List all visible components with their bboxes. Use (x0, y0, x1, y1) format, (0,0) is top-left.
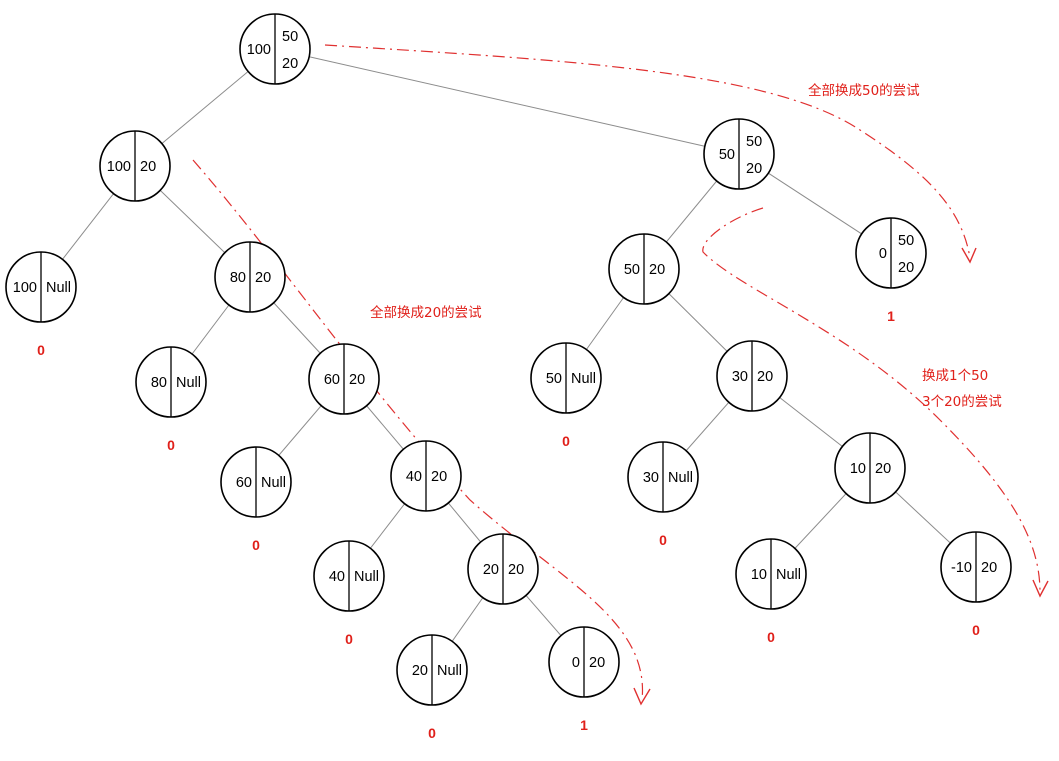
arrow-all-20-head (633, 687, 651, 706)
node-amount: 10 (850, 461, 866, 477)
tree-edge (274, 48, 740, 155)
annotation-all-50: 全部换成50的尝试 (808, 82, 920, 99)
tree-node: 0 20 (548, 626, 620, 698)
node-coin: 20 (589, 655, 605, 671)
node-amount: 100 (107, 159, 131, 175)
node-coin: 20 (898, 260, 914, 276)
tree-node: 50 Null (530, 342, 602, 414)
dashed-arrows (192, 44, 1049, 706)
node-coin: 50 (898, 233, 914, 249)
tree-node: 100 20 (99, 130, 171, 202)
result-label: 0 (167, 437, 175, 453)
result-label: 1 (580, 717, 588, 733)
result-label: 0 (428, 725, 436, 741)
result-label: 0 (972, 622, 980, 638)
arrow-mixed-head (1032, 579, 1049, 598)
node-coin: Null (776, 567, 801, 583)
node-coin: Null (46, 280, 71, 296)
tree-node: 50 20 (608, 233, 680, 305)
node-coin: 50 (746, 134, 762, 150)
node-amount: 10 (751, 567, 767, 583)
tree-node: 80 20 (214, 241, 286, 313)
result-label: 0 (37, 342, 45, 358)
tree-node: 100 50 20 (239, 13, 311, 85)
node-coin: 20 (746, 161, 762, 177)
node-coin: 20 (282, 56, 298, 72)
tree-node: 30 Null (627, 441, 699, 513)
annotation-all-20: 全部换成20的尝试 (370, 304, 482, 321)
result-label: 0 (659, 532, 667, 548)
node-amount: 20 (412, 663, 428, 679)
tree-node: -10 20 (940, 531, 1012, 603)
tree-node: 10 20 (834, 432, 906, 504)
node-coin: Null (354, 569, 379, 585)
node-amount: 0 (879, 246, 887, 262)
node-amount: 100 (247, 42, 271, 58)
result-label: 0 (345, 631, 353, 647)
node-coin: 20 (757, 369, 773, 385)
result-label: 0 (562, 433, 570, 449)
node-coin: Null (437, 663, 462, 679)
annotation-mixed-line2: 3个20的尝试 (922, 394, 1002, 410)
tree-node: 50 50 20 (703, 118, 775, 190)
node-amount: 100 (13, 280, 37, 296)
node-amount: 60 (324, 372, 340, 388)
node-coin: 20 (431, 469, 447, 485)
node-amount: -10 (951, 560, 972, 576)
node-amount: 50 (624, 262, 640, 278)
tree-node: 100 Null (5, 251, 77, 323)
node-coin: 20 (875, 461, 891, 477)
tree-node: 0 50 20 (855, 217, 927, 289)
annotation-mixed-line1: 换成1个50 (922, 368, 988, 384)
node-coin: 50 (282, 29, 298, 45)
node-coin: 20 (981, 560, 997, 576)
tree-node: 20 Null (396, 634, 468, 706)
node-amount: 80 (151, 375, 167, 391)
node-amount: 60 (236, 475, 252, 491)
node-coin: Null (261, 475, 286, 491)
node-amount: 80 (230, 270, 246, 286)
node-coin: 20 (508, 562, 524, 578)
node-amount: 20 (483, 562, 499, 578)
tree-node: 60 20 (308, 343, 380, 415)
tree-node: 60 Null (220, 446, 292, 518)
node-amount: 50 (719, 147, 735, 163)
result-label: 0 (767, 629, 775, 645)
tree-node: 40 20 (390, 440, 462, 512)
node-coin: Null (571, 371, 596, 387)
tree-node: 10 Null (735, 538, 807, 610)
tree-node: 40 Null (313, 540, 385, 612)
arrow-all-50 (324, 44, 971, 259)
node-coin: 20 (349, 372, 365, 388)
arrow-all-20 (192, 159, 644, 701)
node-amount: 0 (572, 655, 580, 671)
result-label: 0 (252, 537, 260, 553)
node-amount: 40 (329, 569, 345, 585)
tree-node: 80 Null (135, 346, 207, 418)
node-amount: 30 (643, 470, 659, 486)
node-amount: 40 (406, 469, 422, 485)
arrow-mixed (702, 207, 1041, 593)
node-coin: Null (668, 470, 693, 486)
node-amount: 30 (732, 369, 748, 385)
node-coin: 20 (255, 270, 271, 286)
result-label: 1 (887, 308, 895, 324)
arrow-all-50-head (961, 247, 977, 264)
node-coin: Null (176, 375, 201, 391)
tree-node: 30 20 (716, 340, 788, 412)
node-amount: 50 (546, 371, 562, 387)
node-coin: 20 (649, 262, 665, 278)
node-coin: 20 (140, 159, 156, 175)
